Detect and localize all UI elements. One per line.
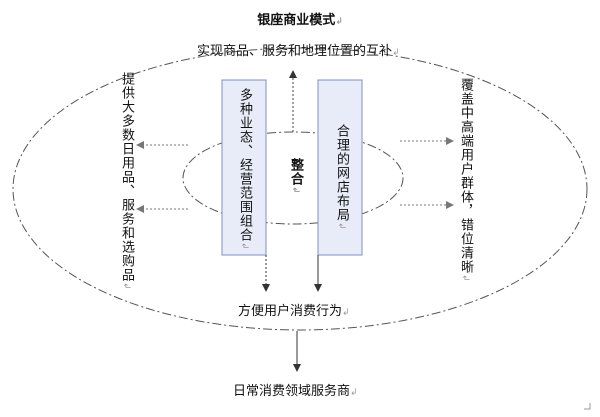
right-box-label: 合理的网店布局↲ — [334, 124, 349, 231]
paragraph-mark: ↲ — [342, 308, 350, 318]
diagram-title: 银座商业模式↲ — [257, 13, 343, 28]
corner-mark — [584, 403, 591, 410]
bottom-inner-label: 方便用户消费行为↲ — [238, 304, 350, 319]
left-outer-label: 提供大多数日用品、服务和选购品↲ — [119, 72, 134, 291]
paragraph-mark: ↲ — [335, 17, 343, 27]
left-box-label: 多种业态、经营范围组合↲ — [237, 88, 252, 251]
paragraph-mark: ↲ — [121, 282, 131, 291]
left-box-rect — [221, 79, 267, 256]
paragraph-mark: ↲ — [350, 388, 358, 398]
outer-ellipse — [12, 47, 588, 331]
top-goal-label: 实现商品、服务和地理位置的互补↲ — [197, 44, 400, 59]
paragraph-mark: ↲ — [336, 222, 346, 231]
paragraph-mark: ↲ — [290, 186, 300, 195]
paragraph-mark: ↲ — [239, 242, 249, 251]
paragraph-mark: ↲ — [392, 48, 400, 58]
right-box-rect — [317, 79, 363, 256]
paragraph-mark: ↲ — [460, 274, 470, 283]
right-outer-label: 覆盖中高端用户群体，错位清晰↲ — [458, 78, 473, 283]
center-label: 整合↲ — [288, 158, 303, 195]
bottom-outer-label: 日常消费领域服务商↲ — [233, 384, 358, 399]
